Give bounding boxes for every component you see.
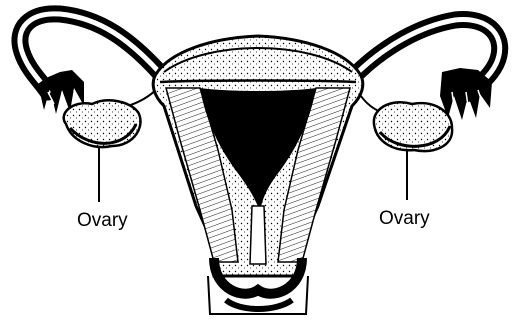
- left-ovary: [64, 100, 141, 147]
- right-ovary: [374, 102, 452, 151]
- cervical-canal: [250, 206, 266, 264]
- left-fallopian-tube: [20, 14, 160, 92]
- uterus: [153, 36, 363, 314]
- ovary-label-left: Ovary: [77, 211, 128, 230]
- right-fimbriae: [440, 68, 492, 120]
- ovary-label-right: Ovary: [379, 209, 430, 228]
